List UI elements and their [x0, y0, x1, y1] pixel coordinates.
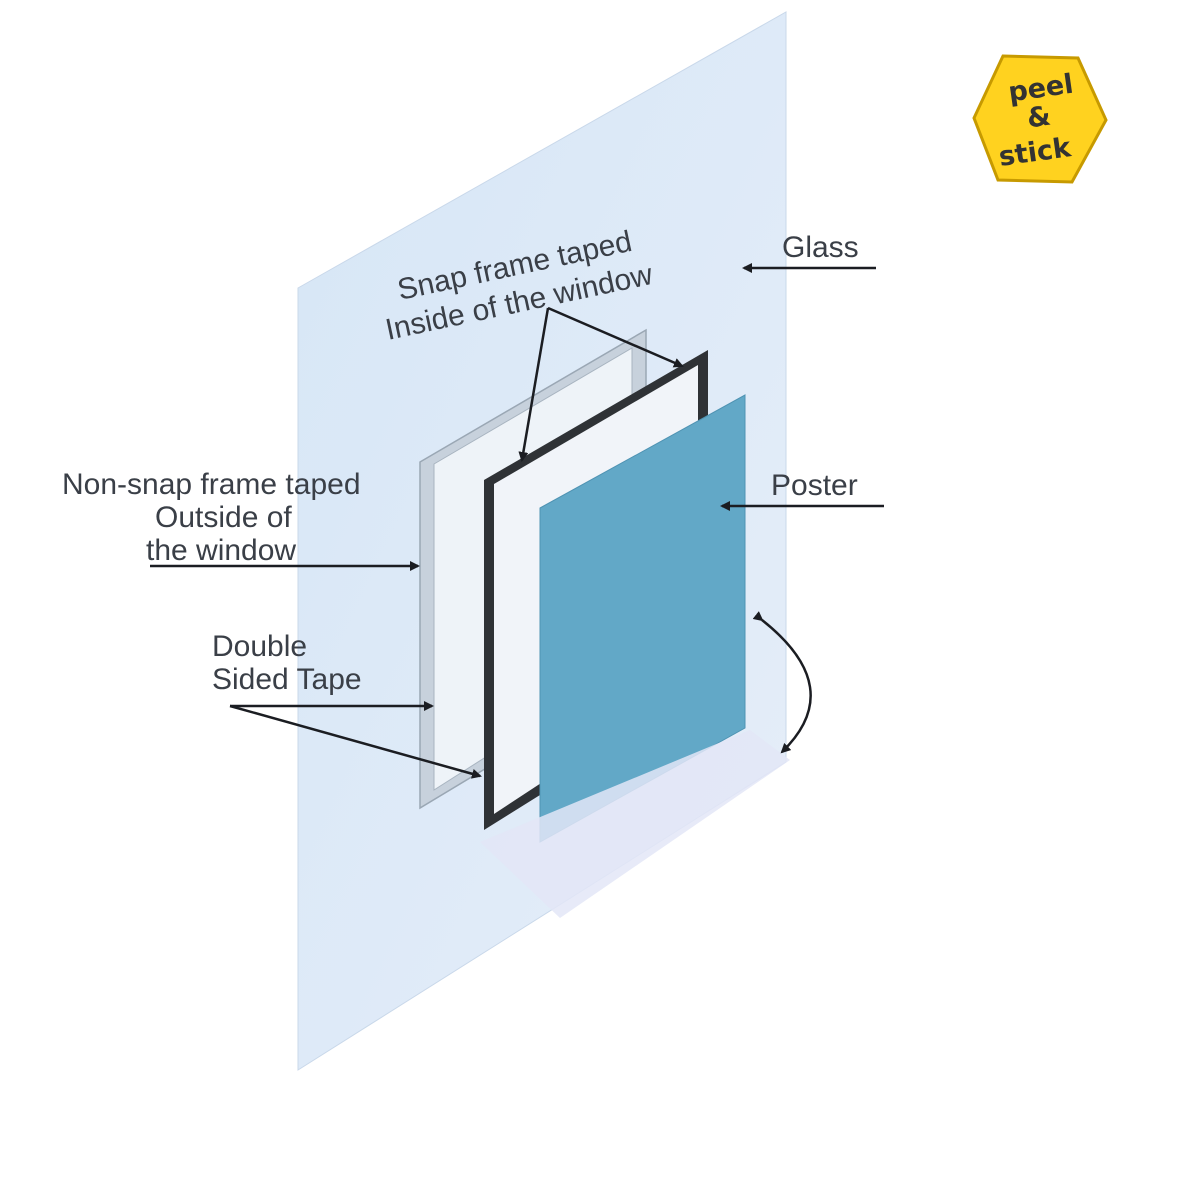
glass-label: Glass — [782, 231, 859, 264]
snap-frame-arrow-left — [518, 307, 550, 462]
peel-and-stick-badge: peel & stick — [972, 54, 1108, 184]
non-snap-label-line-2: Outside of — [155, 501, 292, 534]
non-snap-label-line-1: Non-snap frame taped — [62, 468, 361, 501]
badge-line-2: & — [1025, 101, 1053, 135]
tape-label-line-2: Sided Tape — [212, 663, 362, 696]
tape-arrow-lower — [229, 704, 482, 779]
rotate-arrow — [752, 611, 812, 754]
snap-frame-arrow-right — [547, 306, 684, 368]
non-snap-label-line-3: the window — [146, 534, 296, 567]
tape-label-line-1: Double — [212, 630, 307, 663]
poster — [539, 394, 746, 843]
reflection — [480, 730, 790, 918]
poster-label: Poster — [771, 469, 858, 502]
